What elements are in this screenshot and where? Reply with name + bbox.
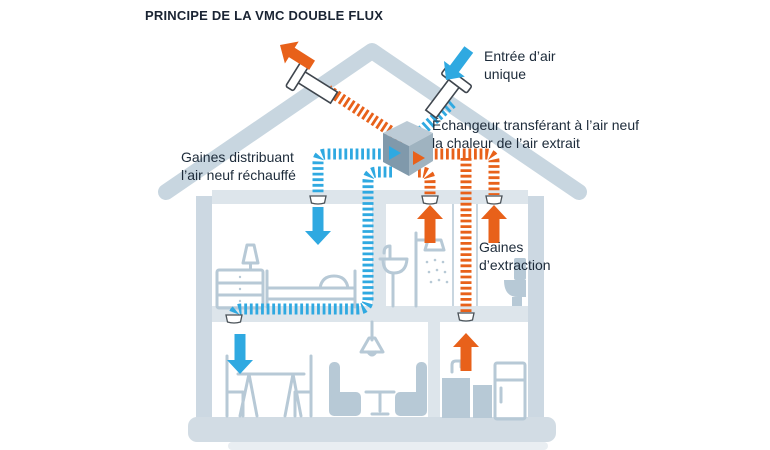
vent-wc [485, 195, 503, 205]
armchairs-icon [329, 362, 427, 416]
vent-kitchen [457, 312, 475, 322]
sink-icon [378, 244, 409, 308]
extract-duct-wc [418, 148, 500, 195]
label-exchanger: Échangeur transférant à l’air neuf la ch… [432, 117, 640, 152]
left-wall [196, 196, 212, 424]
extract-arrow-wc-icon [481, 205, 507, 243]
exhaust-air-arrow-icon [280, 41, 315, 70]
kitchen-counter-icon [442, 359, 492, 418]
ducts [228, 85, 500, 317]
vent-bedroom [309, 195, 327, 205]
pendant-lamp-icon [359, 320, 385, 357]
vent-living [225, 314, 243, 324]
side-table-icon [364, 390, 396, 416]
intake-duct [414, 98, 456, 139]
right-wall [528, 196, 544, 424]
flow-arrows [227, 41, 507, 374]
bedroom-bath-wall [372, 204, 386, 306]
label-extract-ducts: Gaines d’extraction [479, 239, 551, 274]
air-inlet-arrow-icon [444, 46, 474, 80]
vent-shower [421, 195, 439, 205]
supply-arrow-living-icon [227, 334, 253, 374]
supply-arrow-bedroom-icon [305, 207, 331, 245]
living-kitchen-wall [428, 322, 440, 417]
chair-icon [225, 354, 313, 418]
bedroom-lamp-icon [241, 243, 260, 272]
extract-arrow-kitchen-icon [453, 333, 479, 371]
roof [158, 43, 587, 200]
label-air-inlet: Entrée d’air unique [484, 48, 556, 83]
label-supply-ducts: Gaines distribuant l’air neuf réchauffé [181, 149, 296, 184]
furniture [215, 231, 527, 421]
shower-icon [414, 231, 449, 308]
toilet-icon [504, 258, 526, 306]
extract-arrow-shower-icon [417, 205, 443, 243]
ground-shadow [228, 442, 548, 450]
supply-duct-bedroom [312, 148, 392, 195]
extract-duct-shower [418, 166, 436, 195]
bed-icon [265, 269, 357, 309]
heat-exchanger-icon [383, 121, 433, 176]
air-vents [225, 195, 503, 324]
dresser-icon [215, 268, 265, 310]
diagram-title: PRINCIPE DE LA VMC DOUBLE FLUX [145, 8, 384, 23]
fridge-icon [493, 361, 527, 421]
exhaust-duct-roof [324, 85, 408, 145]
base-slab [188, 417, 556, 442]
